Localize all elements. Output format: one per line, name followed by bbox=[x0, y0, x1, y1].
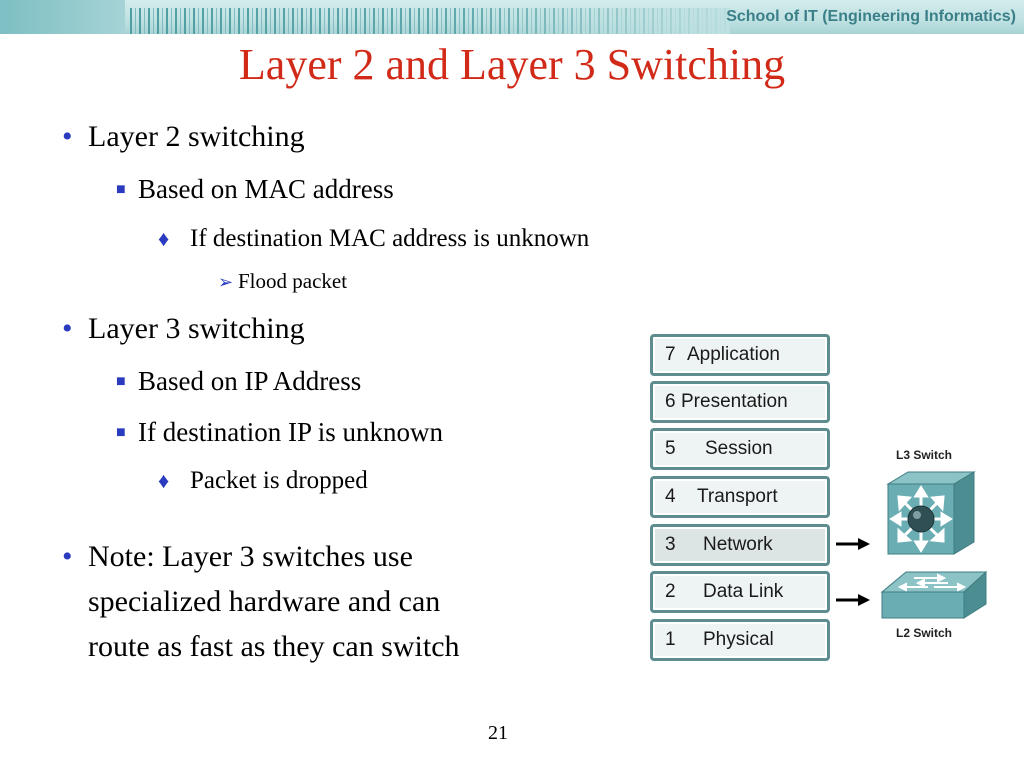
bullet-marker: ➢ bbox=[218, 272, 234, 292]
bullet-marker: ♦ bbox=[158, 226, 170, 251]
slide-title: Layer 2 and Layer 3 Switching bbox=[238, 40, 786, 89]
arrow-right-icon bbox=[836, 538, 870, 550]
bullet-marker: • bbox=[62, 312, 73, 345]
bullet-l3-dropped: ♦Packet is dropped bbox=[158, 467, 368, 494]
bullet-marker: • bbox=[62, 120, 73, 153]
bullet-l3-switching: •Layer 3 switching bbox=[62, 312, 305, 345]
bullet-l3-based-on: ■Based on IP Address bbox=[116, 366, 362, 396]
l2-switch-label: L2 Switch bbox=[896, 626, 953, 640]
arrow-right-icon bbox=[836, 594, 870, 606]
bullet-note: •Note: Layer 3 switches use bbox=[62, 540, 413, 573]
bullet-note-line2: specialized hardware and can bbox=[88, 585, 441, 618]
l3-switch-icon bbox=[886, 471, 976, 555]
bullet-l2-based-on: ■Based on MAC address bbox=[116, 174, 394, 204]
school-name: School of IT (Engineering Informatics) bbox=[726, 8, 1016, 25]
header-accent bbox=[0, 0, 125, 34]
header-banner: School of IT (Engineering Informatics) bbox=[0, 0, 1024, 34]
bullet-l2-unknown: ♦If destination MAC address is unknown bbox=[158, 225, 590, 252]
bullet-marker: ■ bbox=[116, 373, 126, 390]
bullet-marker: ■ bbox=[116, 181, 126, 198]
bullet-marker: ■ bbox=[116, 424, 126, 441]
page-number: 21 bbox=[488, 722, 508, 744]
bullet-l3-unknown: ■If destination IP is unknown bbox=[116, 417, 443, 447]
l3-switch-label: L3 Switch bbox=[896, 448, 953, 462]
bullet-l2-flood: ➢Flood packet bbox=[218, 269, 348, 293]
bullet-marker: ♦ bbox=[158, 468, 170, 493]
bullet-l2-switching: •Layer 2 switching bbox=[62, 120, 305, 153]
l2-switch-icon bbox=[880, 570, 988, 619]
bullet-marker: • bbox=[62, 540, 73, 573]
bullet-note-line3: route as fast as they can switch bbox=[88, 630, 460, 663]
